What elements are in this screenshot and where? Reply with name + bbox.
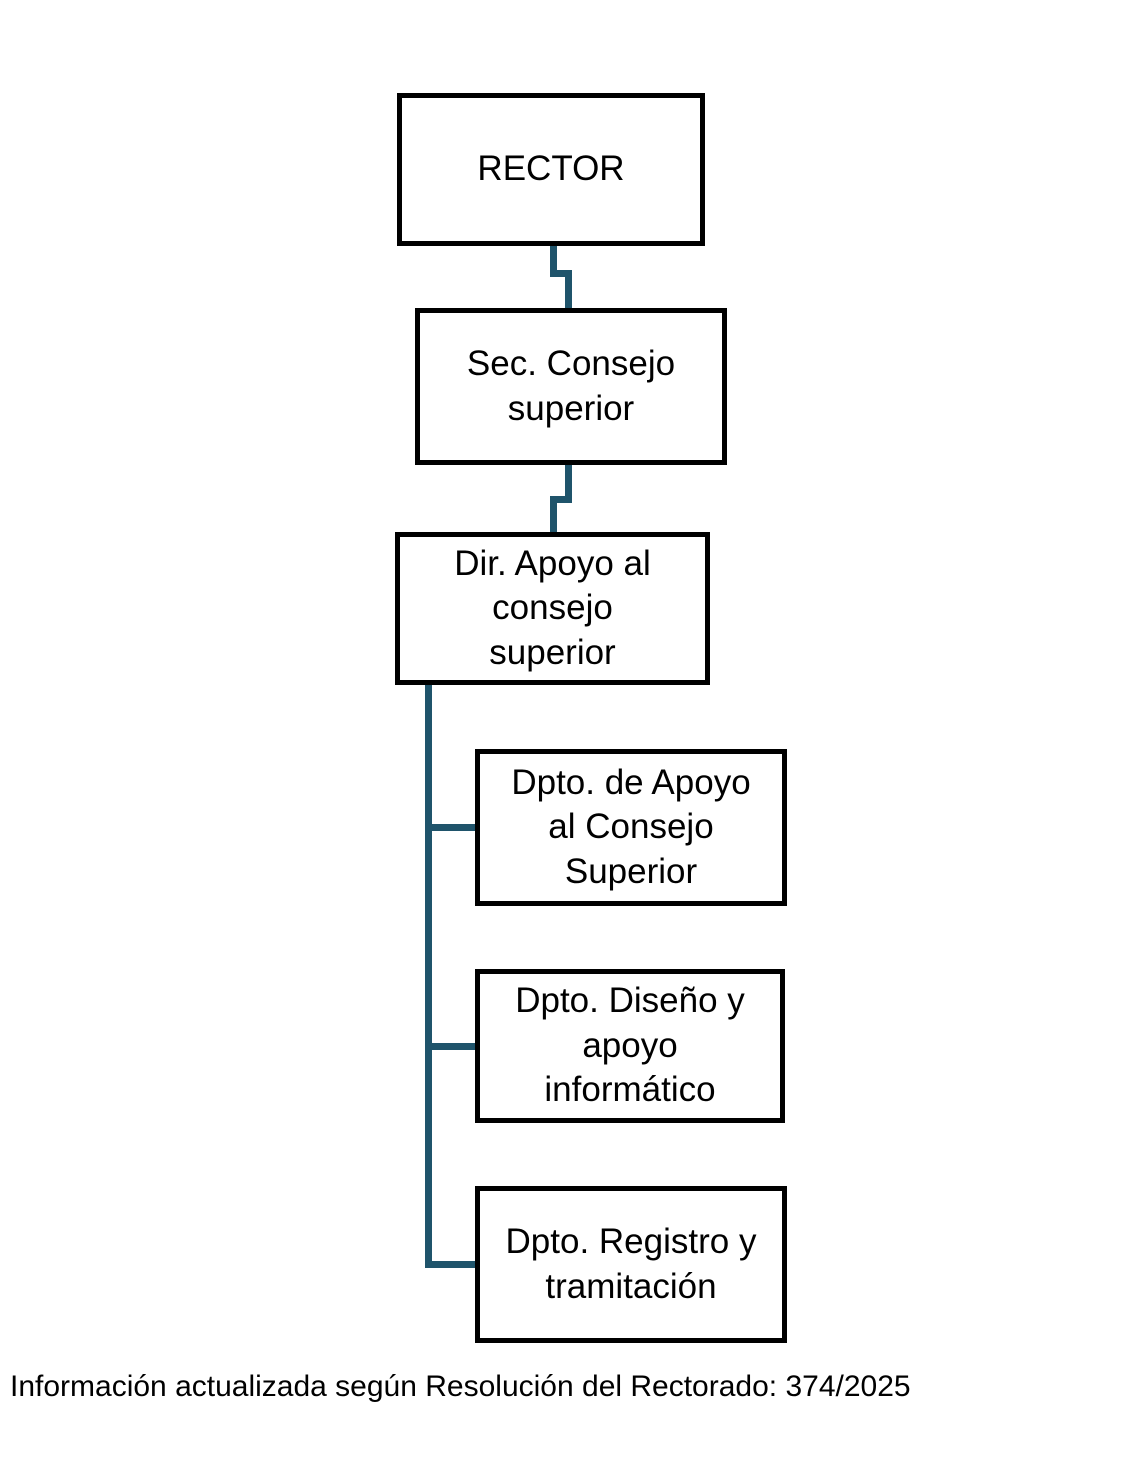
- connector-rector-sec-segment: [550, 270, 572, 277]
- org-node-dpto-diseno-apoyo-informatico-label: Dpto. Diseño y apoyo informático: [515, 981, 745, 1110]
- org-node-dpto-apoyo-consejo-superior-label: Dpto. de Apoyo al Consejo Superior: [511, 762, 751, 891]
- connector-branch-dpto-apoyo: [425, 824, 475, 831]
- connector-branch-dpto-diseno: [425, 1043, 475, 1050]
- connector-rector-sec-segment: [550, 246, 557, 277]
- org-node-rector: RECTOR: [397, 93, 705, 246]
- org-node-dpto-diseno-apoyo-informatico: Dpto. Diseño y apoyo informático: [475, 969, 785, 1123]
- org-node-sec-consejo-superior-label: Sec. Consejo superior: [466, 344, 676, 428]
- footer-note: Información actualizada según Resolución…: [10, 1370, 911, 1403]
- connector-sec-dir-segment: [550, 496, 572, 503]
- org-node-dpto-registro-tramitacion-label: Dpto. Registro y tramitación: [505, 1222, 757, 1306]
- connector-sec-dir-segment: [550, 496, 557, 532]
- connector-rector-sec-segment: [565, 270, 572, 308]
- org-node-dir-apoyo-consejo-superior-label: Dir. Apoyo al consejo superior: [454, 543, 651, 672]
- org-node-rector-label: RECTOR: [477, 149, 625, 189]
- connector-sec-dir-segment: [565, 465, 572, 503]
- connector-branch-dpto-registro: [425, 1261, 475, 1268]
- org-node-dpto-apoyo-consejo-superior: Dpto. de Apoyo al Consejo Superior: [475, 749, 787, 906]
- org-node-sec-consejo-superior: Sec. Consejo superior: [415, 308, 727, 465]
- connector-dir-trunk: [425, 685, 432, 1268]
- org-node-dir-apoyo-consejo-superior: Dir. Apoyo al consejo superior: [395, 532, 710, 685]
- org-node-dpto-registro-tramitacion: Dpto. Registro y tramitación: [475, 1186, 787, 1343]
